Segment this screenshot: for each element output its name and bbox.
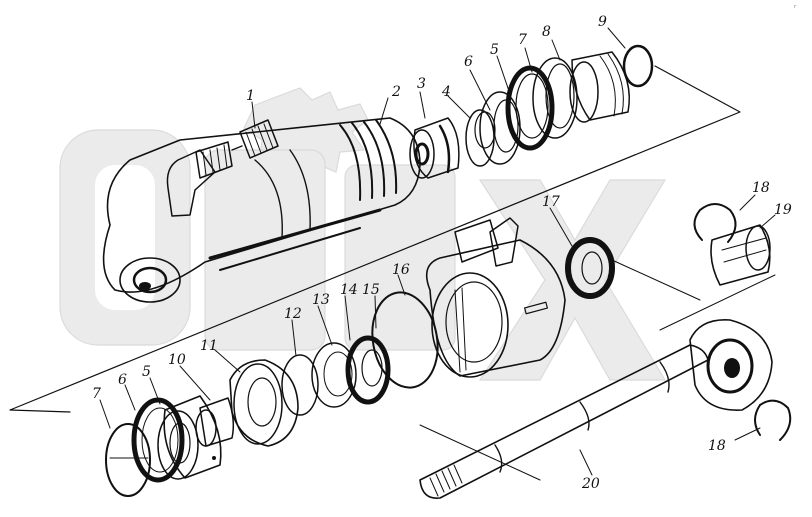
callout-7-lower: 7 — [92, 386, 101, 402]
wiper-seal — [565, 237, 615, 299]
piston-seal-lower — [157, 395, 222, 480]
callout-15: 15 — [362, 282, 380, 298]
axis-line-rod-end — [419, 424, 541, 481]
callout-numbers: 1 2 3 4 6 5 7 8 9 16 17 15 14 13 12 11 1… — [92, 4, 797, 492]
watermark-letter-p — [204, 149, 326, 351]
spherical-bearing — [710, 224, 771, 286]
nut — [569, 51, 631, 123]
callout-8: 8 — [542, 24, 551, 40]
callout-13: 13 — [312, 292, 330, 308]
rod-seal — [345, 335, 391, 405]
backup-ring — [311, 342, 357, 408]
callout-14: 14 — [340, 282, 358, 298]
callout-12: 12 — [284, 306, 302, 322]
leader-lines — [99, 27, 776, 476]
callout-6-lower: 6 — [118, 372, 127, 388]
callout-2: 2 — [391, 84, 401, 100]
o-ring-large — [371, 291, 439, 389]
cylinder-barrel — [102, 117, 421, 303]
callout-4: 4 — [441, 84, 451, 100]
axis-line-head — [611, 259, 701, 301]
circlip — [281, 354, 319, 416]
retaining-ring — [693, 203, 737, 243]
watermark-logo — [59, 87, 667, 381]
callout-16: 16 — [392, 262, 410, 278]
retaining-ring-lower — [754, 399, 792, 441]
callout-1: 1 — [246, 88, 255, 104]
cylinder-head — [425, 217, 566, 378]
watermark-letter-o-hole — [95, 165, 155, 310]
piston-rod — [419, 319, 773, 499]
grease-fitting — [195, 119, 279, 179]
o-ring-upper — [505, 65, 555, 151]
watermark-letter-e — [344, 164, 456, 351]
callout-18-lower: 18 — [708, 438, 726, 454]
callout-5-lower: 5 — [142, 364, 151, 380]
callout-10: 10 — [168, 352, 186, 368]
callout-7-upper: 7 — [518, 32, 527, 48]
callout-5-upper: 5 — [490, 42, 499, 58]
callout-9: 9 — [598, 14, 607, 30]
gland-sleeve — [229, 359, 299, 447]
piston — [409, 117, 460, 179]
callout-6-upper: 6 — [464, 54, 473, 70]
guide-ring-upper — [532, 57, 578, 139]
washer — [465, 109, 496, 167]
callout-11: 11 — [200, 338, 218, 354]
corner-mark: г — [794, 4, 797, 10]
callout-18: 18 — [752, 180, 770, 196]
callout-19: 19 — [774, 202, 792, 218]
guide-ring-lower — [105, 423, 151, 497]
callout-17: 17 — [542, 194, 560, 210]
snap-ring — [622, 44, 654, 88]
axis-line-rod — [659, 274, 776, 331]
callout-20: 20 — [581, 476, 600, 492]
assembly-axis-line — [9, 65, 741, 413]
callout-3: 3 — [417, 76, 426, 92]
